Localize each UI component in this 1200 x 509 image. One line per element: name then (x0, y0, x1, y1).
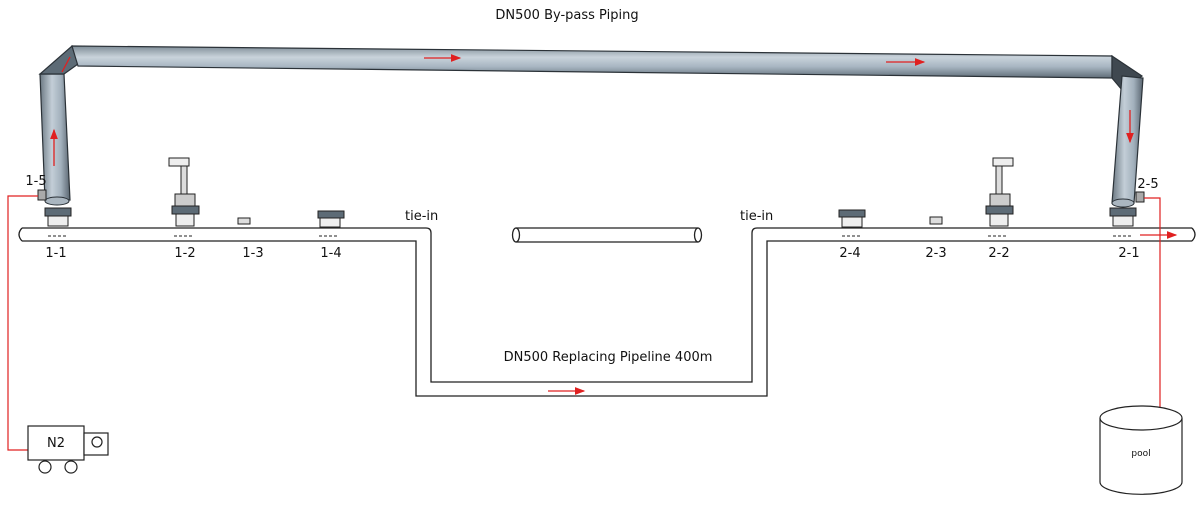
fitting-2-3 (929, 216, 943, 225)
bypass-pipe (38, 44, 1144, 208)
tie-in-left-label: tie-in (405, 209, 438, 224)
main-pipeline (18, 227, 1196, 397)
pool-discharge-line (1144, 197, 1161, 412)
flow-arrow-elbow-left (61, 56, 71, 73)
old-pipe-section (511, 227, 703, 243)
pool-tank (1099, 405, 1183, 495)
label-2-1: 2-1 (1118, 246, 1139, 261)
fitting-1-3 (237, 217, 251, 225)
n2-label: N2 (47, 436, 65, 451)
label-2-5: 2-5 (1137, 177, 1158, 192)
valve-2-5 (1135, 191, 1145, 203)
n2-unit (27, 425, 109, 474)
label-2-3: 2-3 (925, 246, 946, 261)
fitting-2-4 (838, 209, 866, 237)
n2-supply-line (7, 195, 38, 451)
fitting-1-1 (44, 207, 72, 237)
pool-label: pool (1131, 449, 1150, 459)
fitting-1-2 (168, 157, 200, 237)
label-2-2: 2-2 (988, 246, 1009, 261)
label-1-5: 1-5 (25, 174, 46, 189)
fitting-2-1 (1109, 207, 1137, 237)
label-1-1: 1-1 (45, 246, 66, 261)
bypass-title: DN500 By-pass Piping (495, 8, 638, 23)
label-1-4: 1-4 (320, 246, 341, 261)
tie-in-right-label: tie-in (740, 209, 773, 224)
label-1-3: 1-3 (242, 246, 263, 261)
fitting-1-4 (317, 210, 345, 237)
replacing-title: DN500 Replacing Pipeline 400m (504, 350, 713, 365)
valve-1-5 (37, 189, 47, 201)
fitting-2-2 (985, 157, 1014, 237)
label-2-4: 2-4 (839, 246, 860, 261)
label-1-2: 1-2 (174, 246, 195, 261)
